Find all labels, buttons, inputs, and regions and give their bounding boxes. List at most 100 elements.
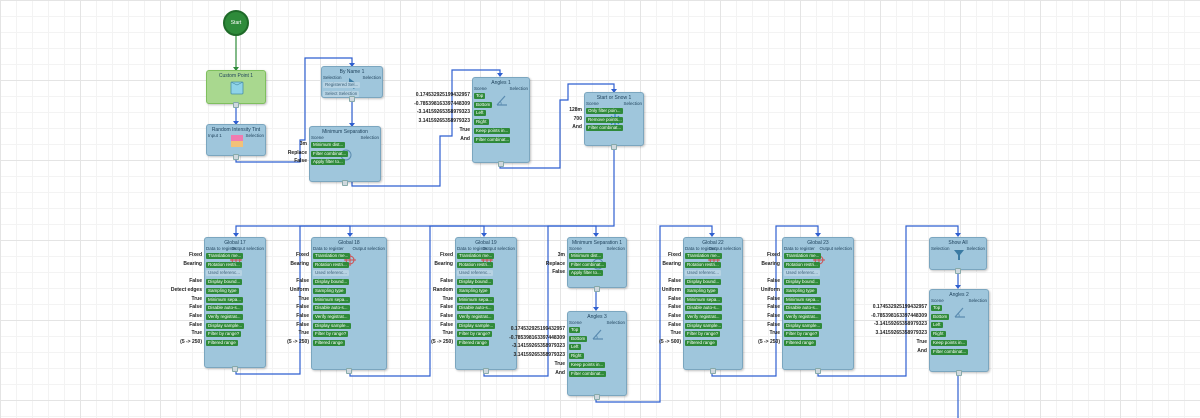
param-verify-registrat[interactable]: Verify registrat...	[784, 313, 821, 320]
param-sampling-type[interactable]: Sampling type	[784, 287, 817, 294]
param-registered-sel[interactable]: Registered Sel...	[323, 82, 361, 88]
param-display-sample[interactable]: Display sample...	[457, 322, 496, 329]
input-port[interactable]: Data to register	[313, 246, 344, 251]
param-minimum-sepa[interactable]: Minimum sepa...	[457, 296, 495, 303]
output-port[interactable]: Output selection	[819, 246, 852, 251]
param-sampling-type[interactable]: Sampling type	[685, 287, 718, 294]
param-minimum-sepa[interactable]: Minimum sepa...	[784, 296, 822, 303]
param-display-bound[interactable]: Display bound...	[313, 279, 350, 286]
param-filtered-range[interactable]: Filtered range	[685, 340, 717, 346]
input-port[interactable]: Data to register	[685, 246, 716, 251]
param-display-bound[interactable]: Display bound...	[685, 279, 722, 286]
input-port[interactable]: Scene	[586, 101, 599, 106]
param-rotation-restri[interactable]: Rotation restri...	[313, 261, 349, 268]
start-node[interactable]: Start	[223, 10, 249, 36]
output-port[interactable]: Selection	[360, 135, 379, 140]
node-output-handle[interactable]	[349, 96, 355, 102]
param-disable-auto-s[interactable]: Disable auto-s...	[206, 305, 243, 312]
output-port[interactable]: Selection	[362, 75, 381, 80]
param-left[interactable]: Left	[931, 322, 943, 329]
param-translation-me[interactable]: Translation me...	[685, 253, 722, 259]
param-verify-registrat[interactable]: Verify registrat...	[206, 313, 243, 320]
param-disable-auto-s[interactable]: Disable auto-s...	[313, 305, 350, 312]
node-output-handle[interactable]	[956, 370, 962, 376]
node-output-handle[interactable]	[233, 154, 239, 160]
output-port[interactable]: Output selection	[482, 246, 515, 251]
node-output-handle[interactable]	[710, 368, 716, 374]
param-used-referenc[interactable]: Used referenc...	[313, 270, 350, 277]
param-display-sample[interactable]: Display sample...	[784, 322, 823, 329]
param-left[interactable]: Left	[569, 344, 581, 351]
output-port[interactable]: Output selection	[352, 246, 385, 251]
param-translation-me[interactable]: Translation me...	[313, 253, 351, 259]
param-disable-auto-s[interactable]: Disable auto-s...	[457, 305, 494, 312]
node-output-handle[interactable]	[233, 102, 239, 108]
param-minimum-sepa[interactable]: Minimum sepa...	[206, 296, 244, 303]
param-minimum-dist[interactable]: Minimum dist...	[569, 253, 604, 259]
node-output-handle[interactable]	[611, 144, 617, 150]
param-sampling-type[interactable]: Sampling type	[206, 287, 239, 294]
input-port[interactable]: Data to register	[457, 246, 488, 251]
input-port[interactable]: Scene	[931, 298, 944, 303]
input-port[interactable]: Data to register	[206, 246, 237, 251]
param-display-bound[interactable]: Display bound...	[784, 279, 821, 286]
param-left[interactable]: Left	[474, 110, 486, 117]
param-disable-auto-s[interactable]: Disable auto-s...	[685, 305, 722, 312]
input-port[interactable]: Scene	[311, 135, 324, 140]
param-translation-me[interactable]: Translation me...	[784, 253, 822, 259]
param-filter-combinat[interactable]: Filter combinat...	[586, 125, 623, 132]
param-minimum-sepa[interactable]: Minimum sepa...	[685, 296, 722, 303]
param-filter-combinat[interactable]: Filter combinat...	[569, 261, 606, 268]
param-display-sample[interactable]: Display sample...	[206, 322, 245, 329]
output-port[interactable]: Selection	[606, 320, 625, 325]
node-output-handle[interactable]	[594, 394, 600, 400]
param-top[interactable]: Top	[931, 305, 943, 311]
input-port[interactable]: Selection	[323, 75, 342, 80]
param-display-bound[interactable]: Display bound...	[206, 279, 243, 286]
param-keep-points-in[interactable]: Keep points in...	[569, 361, 606, 368]
output-port[interactable]: Selection	[606, 246, 625, 251]
param-display-sample[interactable]: Display sample...	[685, 322, 722, 329]
param-right[interactable]: Right	[931, 331, 946, 338]
param-rotation-restri[interactable]: Rotation restri...	[784, 261, 820, 268]
param-bottom[interactable]: Bottom	[474, 101, 493, 108]
param-rotation-restri[interactable]: Rotation restri...	[206, 261, 242, 268]
param-used-referenc[interactable]: Used referenc...	[206, 270, 243, 277]
input-port[interactable]: Scene	[569, 246, 582, 251]
param-verify-registrat[interactable]: Verify registrat...	[313, 313, 350, 320]
param-filter-combinat[interactable]: Filter combinat...	[311, 150, 349, 157]
param-keep-points-in[interactable]: Keep points in...	[931, 339, 968, 346]
param-filter-by-range[interactable]: Filter by range?	[206, 331, 242, 338]
node-output-handle[interactable]	[483, 368, 489, 374]
node-output-handle[interactable]	[232, 366, 238, 372]
param-filter-by-range[interactable]: Filter by range?	[457, 331, 493, 338]
param-used-referenc[interactable]: Used referenc...	[784, 270, 821, 277]
param-filter-by-range[interactable]: Filter by range?	[685, 331, 721, 338]
param-top[interactable]: Top	[474, 93, 486, 99]
param-display-sample[interactable]: Display sample...	[313, 322, 352, 329]
param-filter-combinat[interactable]: Filter combinat...	[931, 348, 968, 355]
output-port[interactable]: Output selection	[708, 246, 741, 251]
node-output-handle[interactable]	[342, 180, 348, 186]
param-select-selection[interactable]: Select Selection	[323, 90, 360, 97]
param-only-filter-poin[interactable]: Only filter poin...	[586, 108, 623, 114]
output-port[interactable]: Selection	[245, 133, 264, 138]
param-remove-points[interactable]: Remove points...	[586, 116, 623, 123]
node-output-handle[interactable]	[346, 368, 352, 374]
param-filter-combinat[interactable]: Filter combinat...	[569, 370, 606, 377]
param-filtered-range[interactable]: Filtered range	[784, 340, 816, 346]
node-output-handle[interactable]	[594, 286, 600, 292]
param-filter-combinat[interactable]: Filter combinat...	[474, 136, 510, 143]
